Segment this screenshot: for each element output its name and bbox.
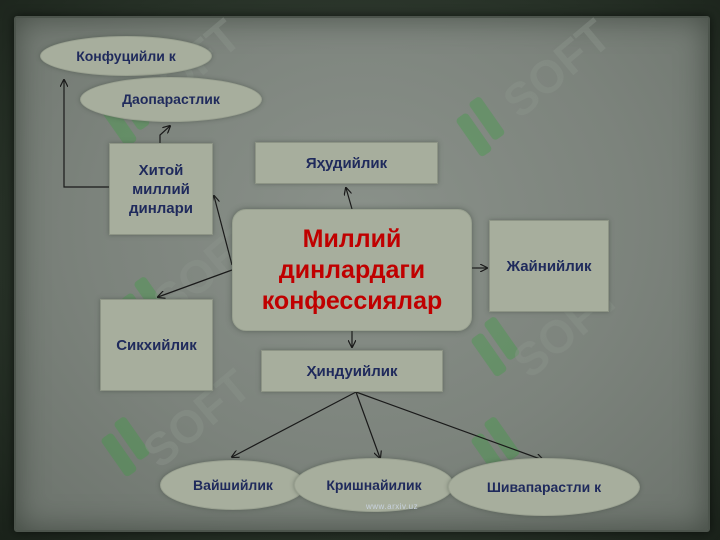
node-hinduizm: Ҳиндуийлик	[261, 350, 443, 392]
node-sikh: Сикхийлик	[100, 299, 213, 391]
node-shiva: Шивапарастли к	[448, 458, 640, 516]
arrow-to-vaishnav	[232, 391, 357, 457]
node-daosizm: Даопарастлик	[80, 77, 262, 122]
arrow-to-yahudiy	[346, 188, 353, 210]
node-jaynizm: Жайнийлик	[489, 220, 609, 312]
node-vaishnav: Вайшийлик	[160, 460, 306, 510]
center-node: Миллий динлардаги конфессиялар	[232, 209, 472, 331]
watermark-url: www.arxiv.uz	[366, 502, 419, 511]
node-xitoy: Хитой миллий динлари	[109, 143, 213, 235]
arrow-to-shiva	[355, 391, 543, 460]
node-konfutsiy: Конфуцийли к	[40, 36, 212, 76]
arrow-to-xitoy	[214, 196, 233, 266]
arrow-to-krishna	[355, 391, 380, 458]
node-yahudiy: Яҳудийлик	[255, 142, 438, 184]
arrow-to-konfutsiy	[64, 80, 110, 188]
arrow-to-sikh	[158, 269, 233, 297]
